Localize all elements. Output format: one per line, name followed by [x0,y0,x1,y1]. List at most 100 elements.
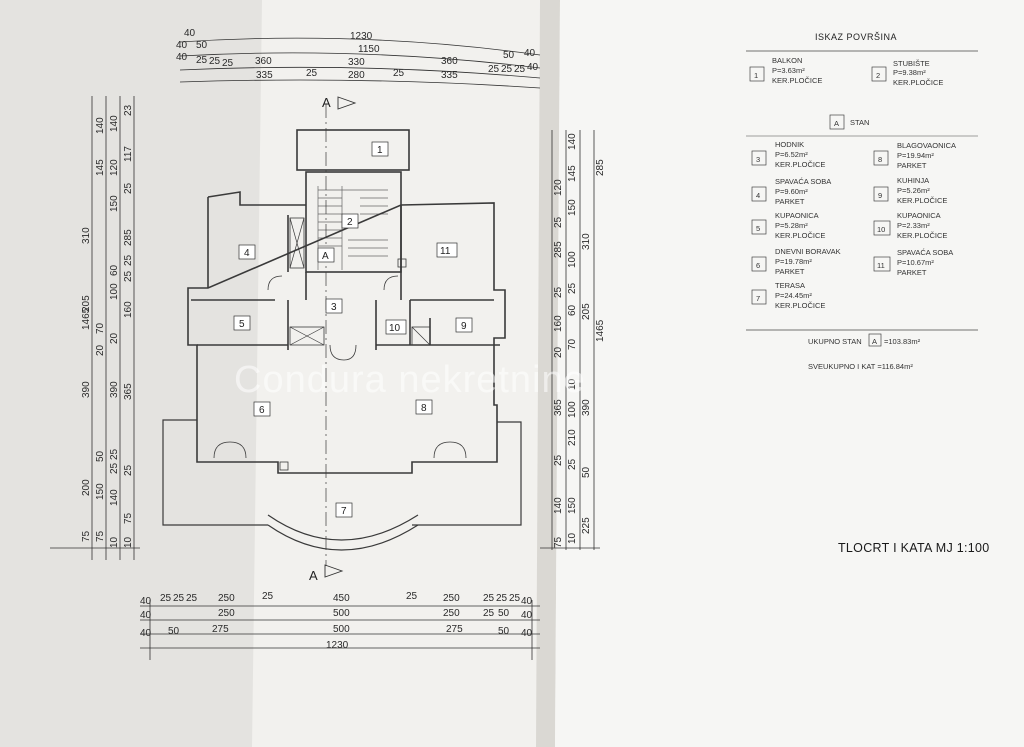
dim-left: 25 [123,182,134,194]
dim-bottom: 450 [333,593,350,604]
svg-text:KER.PLOČICE: KER.PLOČICE [897,196,947,205]
dim-bottom: 40 [140,596,152,607]
svg-text:KER.PLOČICE: KER.PLOČICE [772,76,822,85]
dim-right: 205 [581,303,592,320]
room-label-10: 10 [389,323,401,334]
svg-text:HODNIK: HODNIK [775,140,804,149]
dim-top: 25 [209,56,221,67]
dim-top: 50 [503,50,515,61]
dim-bottom: 50 [498,608,510,619]
watermark: Condura nekretnine [234,359,586,401]
dim-top: 1150 [358,44,380,55]
terrace-curve [267,514,419,541]
svg-text:KER.PLOČICE: KER.PLOČICE [775,301,825,310]
paper-shadow-left [0,0,262,747]
dim-top: 40 [524,48,536,59]
dim-right: 365 [553,399,564,416]
dim-top: 25 [222,58,234,69]
svg-text:KER.PLOČICE: KER.PLOČICE [897,231,947,240]
svg-text:P=19.78m²: P=19.78m² [775,257,812,266]
dim-bottom: 250 [443,593,460,604]
dim-bottom: 40 [521,596,533,607]
svg-text:9: 9 [878,191,882,200]
floor-plan [162,104,522,566]
dim-bottom: 250 [218,593,235,604]
svg-text:2: 2 [876,71,880,80]
ukupno-value: =103.83m² [884,337,921,346]
dim-bottom: 25 [496,593,508,604]
dim-bottom: 250 [443,608,460,619]
dim-bottom: 25 [262,591,274,602]
dim-left: 70 [95,322,106,334]
svg-text:KER.PLOČICE: KER.PLOČICE [775,160,825,169]
dim-left: 200 [81,479,92,496]
right-dimensions: 140 285 120 145 150 310 285 100 160 205 … [553,133,606,548]
dim-right: 210 [567,429,578,446]
dim-bottom: 50 [498,626,510,637]
svg-text:STAN: STAN [850,118,869,127]
dim-bottom: 25 [186,593,198,604]
dim-bottom: 250 [218,608,235,619]
dim-right: 160 [553,315,564,332]
room-label-7: 7 [341,506,347,517]
svg-text:P=5.26m²: P=5.26m² [897,186,930,195]
dim-right: 140 [567,133,578,150]
dim-top-total: 1230 [350,31,373,42]
dim-right: 60 [567,304,578,316]
dim-left: 25 [123,254,134,266]
dim-top: 280 [348,70,365,81]
dim-bottom: 40 [140,628,152,639]
room-label-8: 8 [421,403,427,414]
svg-text:PARKET: PARKET [897,268,927,277]
dim-top: 40 [527,62,539,73]
dim-top: 360 [255,56,272,67]
dim-top: 335 [441,70,458,81]
room-label-1: 1 [377,145,383,156]
svg-text:10: 10 [877,225,885,234]
dim-left: 140 [95,117,106,134]
arrow-icon [324,564,344,578]
dim-bottom: 40 [140,610,152,621]
dim-top: 25 [393,68,405,79]
left-dimension-lines [50,96,140,560]
apartment-label: A [322,251,329,262]
apartment-outline [187,191,506,474]
dim-right: 150 [567,497,578,514]
legend-heading: ISKAZ POVRŠINA [815,32,897,42]
svg-text:KUHINJA: KUHINJA [897,176,929,185]
dim-bottom: 500 [333,608,350,619]
svg-text:P=6.52m²: P=6.52m² [775,150,808,159]
svg-text:6: 6 [756,261,760,270]
room-label-2: 2 [347,217,353,228]
dim-right: 75 [553,536,564,548]
dim-top: 25 [514,64,526,75]
doors [213,258,467,471]
dim-left: 25 [123,464,134,476]
dim-left: 75 [81,530,92,542]
left-dimensions: 1465 140 145 310 205 390 200 75 140 120 … [81,104,134,548]
dim-right: 100 [567,401,578,418]
arrow-icon [337,96,357,110]
paper-fold [536,0,560,747]
svg-text:BALKON: BALKON [772,56,802,65]
dim-left: 285 [123,229,134,246]
svg-text:KER.PLOČICE: KER.PLOČICE [775,231,825,240]
section-markers: A A [309,95,357,583]
dim-right: 100 [567,251,578,268]
dim-right: 390 [581,399,592,416]
dim-top: 50 [196,40,208,51]
dim-bottom: 25 [406,591,418,602]
svg-text:TERASA: TERASA [775,281,805,290]
dim-left: 20 [95,344,106,356]
svg-text:BLAGOVAONICA: BLAGOVAONICA [897,141,956,150]
dim-left: 25 [123,270,134,282]
dim-left: 20 [109,332,120,344]
dim-top: 40 [176,52,188,63]
dim-bottom: 40 [521,610,533,621]
room-label-5: 5 [239,319,245,330]
plan-title: TLOCRT I KATA MJ 1:100 [838,541,990,555]
room-label-4: 4 [244,248,250,259]
svg-text:8: 8 [878,155,882,164]
legend: ISKAZ POVRŠINA 1 BALKON P=3.63m² KER.PLO… [746,32,978,371]
dim-left: 25 [109,448,120,460]
